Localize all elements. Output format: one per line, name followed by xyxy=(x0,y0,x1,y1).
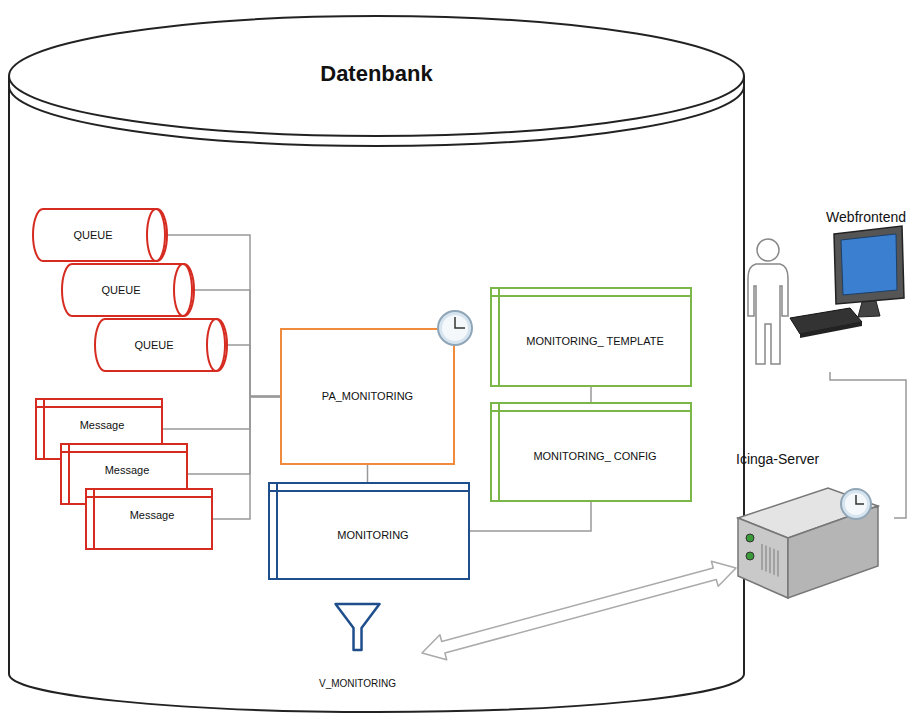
clock-dial xyxy=(442,315,468,341)
connector-line xyxy=(470,502,591,531)
cylinder-end xyxy=(207,319,225,371)
server-led xyxy=(746,552,754,560)
keyboard-edge xyxy=(800,322,862,338)
table-header-line xyxy=(269,490,469,492)
server-vent xyxy=(777,550,778,576)
database-cylinder: DatenbankQUEUEQUEUEQUEUEMessageMessageMe… xyxy=(8,14,745,714)
server-front xyxy=(738,518,788,598)
clock-face xyxy=(438,311,472,345)
box-border xyxy=(281,329,454,464)
db-rim xyxy=(9,76,744,146)
node-label: PA_MONITORING xyxy=(322,389,413,403)
table-header-line xyxy=(86,496,212,498)
connector-line xyxy=(188,397,280,475)
webfrontend: Webfrontend xyxy=(738,206,910,372)
node-label: Message xyxy=(105,463,150,477)
person-head xyxy=(757,239,779,261)
connector-line xyxy=(167,235,280,397)
node-label: Icinga-Server xyxy=(736,450,819,468)
node-label: MONITORING xyxy=(337,528,408,542)
person-figure xyxy=(748,264,788,364)
table-header-line xyxy=(491,410,691,412)
box-border xyxy=(491,288,691,386)
queue-cylinder: QUEUE xyxy=(33,208,167,262)
node-label: MONITORING_ CONFIG xyxy=(533,449,656,463)
monitor-frame xyxy=(834,226,904,304)
box-border xyxy=(269,483,469,579)
config-table: MONITORING_ CONFIG xyxy=(490,402,692,502)
connector-line xyxy=(590,387,592,402)
monitor-stand xyxy=(858,301,880,317)
icinga-server: Icinga-Server xyxy=(728,448,894,606)
server-vent xyxy=(765,546,766,572)
server-vent xyxy=(773,549,774,575)
table-header-line xyxy=(36,406,162,408)
node-label: QUEUE xyxy=(73,228,112,242)
table-column-line xyxy=(498,288,500,386)
node-label: MONITORING_ TEMPLATE xyxy=(526,334,664,348)
server-vent xyxy=(761,544,762,570)
connector-line xyxy=(367,465,369,482)
procedure-box: PA_MONITORING xyxy=(280,328,455,465)
queue-cylinder: QUEUE xyxy=(62,263,194,317)
table-header-line xyxy=(491,295,691,297)
server-led xyxy=(746,534,754,542)
monitoring-table: MONITORING xyxy=(268,482,470,580)
table-header-line xyxy=(61,451,187,453)
config-table: MONITORING_ TEMPLATE xyxy=(490,287,692,387)
box-border xyxy=(491,403,691,501)
monitor-screen xyxy=(841,234,897,295)
connector-line xyxy=(163,397,280,430)
db-top xyxy=(9,16,744,136)
node-label: V_MONITORING xyxy=(319,677,396,690)
server-vent xyxy=(769,547,770,573)
clock-dial xyxy=(845,493,867,515)
clock-hands xyxy=(455,317,465,328)
node-label: QUEUE xyxy=(134,338,173,352)
box-border xyxy=(86,489,212,549)
table-column-line xyxy=(276,483,278,579)
server-side xyxy=(788,506,878,598)
connector-line xyxy=(227,345,280,397)
node-label: Datenbank xyxy=(320,60,432,89)
cylinder-body xyxy=(62,264,194,316)
connector-line xyxy=(194,290,280,397)
cylinder-end xyxy=(174,264,192,316)
node-label: Message xyxy=(130,508,175,522)
cylinder-body xyxy=(95,319,227,371)
cylinder-end xyxy=(147,209,165,261)
clock-face xyxy=(841,489,871,519)
clock-hands xyxy=(856,495,864,504)
queue-cylinder: QUEUE xyxy=(95,318,227,372)
db-body xyxy=(9,86,744,712)
funnel-icon xyxy=(336,604,380,650)
node-label: Webfrontend xyxy=(826,208,906,226)
cylinder-body xyxy=(33,209,167,261)
view-funnel: V_MONITORING xyxy=(305,598,410,698)
table-column-line xyxy=(498,403,500,501)
node-label: Message xyxy=(80,418,125,432)
icinga-server-outline xyxy=(728,448,894,606)
message-table: Message xyxy=(85,488,213,550)
webfrontend-outline xyxy=(738,206,910,372)
node-label: QUEUE xyxy=(101,283,140,297)
